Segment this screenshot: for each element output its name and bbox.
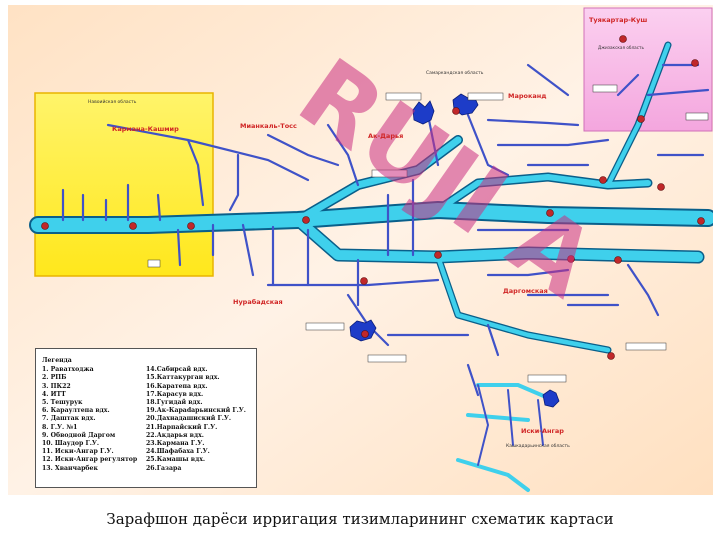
legend-item: 8. Г.У. №1: [42, 423, 78, 431]
legend-column-left: 1. Раватходжа 2. РПБ 3. ПК22 4. ИТТ 5. Т…: [42, 366, 146, 473]
legend-item: 5. Тешурук: [42, 399, 83, 407]
navoi-zone: [34, 92, 214, 277]
southern-branches: [456, 383, 555, 492]
southern-canals: [477, 384, 544, 466]
control-stations: [41, 35, 705, 360]
legend-item: 3. ПК22: [42, 382, 71, 390]
legend-title: Легенда: [42, 357, 72, 364]
legend-item: 14.Сабирсай вдх.: [146, 366, 208, 374]
legend-item: 24.Шафабаха Г.У.: [146, 448, 210, 456]
legend-item: 6. Караултепа вдх.: [42, 407, 110, 415]
legend-item: 2. РПБ: [42, 374, 67, 382]
legend-item: 20.Дахнадашиский Г.У.: [146, 415, 232, 423]
legend-item: 10. Шаудор Г.У.: [42, 440, 100, 448]
region-label-ak-darya: Ак-Дарья: [368, 132, 403, 140]
legend-item: 1. Раватходжа: [42, 366, 94, 374]
jizzakh-zone: [583, 7, 713, 132]
region-label-miankal: Мианкаль-Тосс: [240, 122, 297, 130]
canal-network: [61, 63, 710, 397]
legend-item: 7. Даштак вдх.: [42, 415, 96, 423]
facility-labels: [147, 84, 709, 383]
region-label-dargom: Даргомская: [503, 287, 548, 295]
legend-item: 23.Кармана Г.У.: [146, 440, 205, 448]
legend-item: 12. Иски-Ангар регулятор: [42, 456, 138, 464]
legend-item: 16.Каратепа вдх.: [146, 382, 208, 390]
legend-item: 15.Каттакурган вдх.: [146, 374, 220, 382]
legend-column-right: 14.Сабирсай вдх. 15.Каттакурган вдх. 16.…: [146, 366, 250, 473]
legend-item: 25.Камашы вдх.: [146, 456, 206, 464]
region-label-nurabad: Нурабадская: [233, 298, 283, 306]
legend-item: 4. ИТТ: [42, 390, 66, 398]
legend-panel: Легенда 1. Раватходжа 2. РПБ 3. ПК22 4. …: [35, 348, 257, 488]
region-label-marokand: Мароканд: [508, 92, 547, 100]
legend-item: 22.Акдарья вдх.: [146, 431, 204, 439]
legend-item: 9. Обводной Даргом: [42, 431, 116, 439]
region-label-kashkadarya: Кашкадарьинская область: [506, 443, 570, 449]
legend-item: 13. Хванчарбек: [42, 464, 98, 472]
region-label-tuyakartar: Туякартар-Куш: [589, 16, 647, 24]
region-label-samarkand: Самаркандская область: [426, 70, 484, 76]
region-label-navoi: Навоийская область: [88, 98, 137, 105]
region-label-jizzakh: Джизакская область: [598, 45, 644, 50]
region-label-iski-angar: Иски-Ангар: [521, 427, 564, 435]
legend-item: 18.Гугидай вдх.: [146, 399, 203, 407]
region-label-karmana: Кармана-Кашмир: [112, 125, 179, 133]
legend-item: 11. Иски-Ангар Г.У.: [42, 448, 114, 456]
legend-item: 17.Карасув вдх.: [146, 390, 204, 398]
legend-item: 26.Газара: [146, 464, 182, 472]
legend-item: 19.Ак-Караdaрьинский Г.У.: [146, 407, 246, 415]
legend-item: 21.Нарпайский Г.У.: [146, 423, 218, 431]
slide-caption: Зарафшон дарёси ирригация тизимларининг …: [106, 510, 614, 528]
